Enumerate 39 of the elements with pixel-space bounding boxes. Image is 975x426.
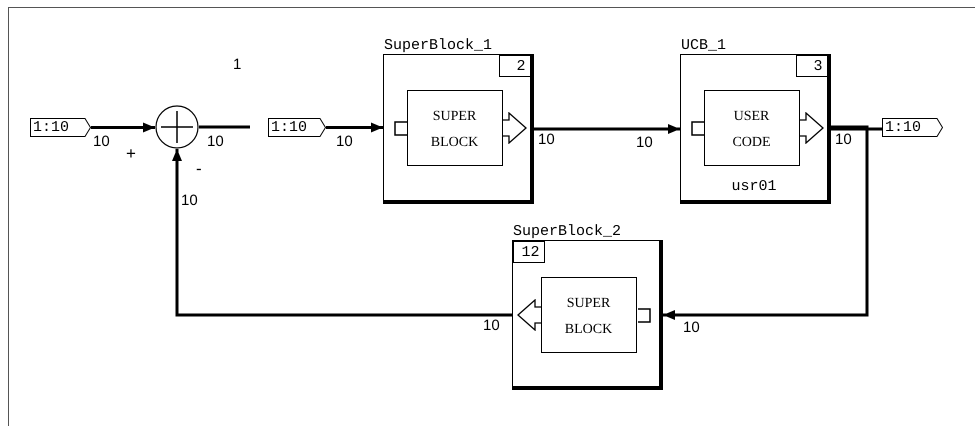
signal-width-label: 10 bbox=[336, 134, 353, 149]
port-tag bbox=[268, 118, 326, 137]
connector bbox=[199, 126, 250, 128]
port-tag bbox=[882, 118, 943, 137]
port-label: 1:10 bbox=[33, 120, 70, 135]
connector bbox=[534, 124, 680, 134]
block-title: SuperBlock_1 bbox=[384, 38, 492, 53]
signal-width-label: 10 bbox=[181, 193, 198, 208]
signal-width-label: 10 bbox=[207, 134, 224, 149]
code-block bbox=[704, 90, 800, 166]
signal-width-label: 10 bbox=[683, 320, 700, 335]
signal-width-label: 10 bbox=[483, 318, 500, 333]
block-title: SuperBlock_2 bbox=[513, 224, 622, 239]
code-block bbox=[406, 90, 502, 166]
connector bbox=[326, 122, 383, 132]
sign-label: - bbox=[196, 160, 202, 177]
signal-width-label: 10 bbox=[538, 132, 555, 147]
block-label: SUPER BLOCK bbox=[430, 108, 480, 152]
block-footer: usr01 bbox=[681, 179, 827, 194]
code-block bbox=[540, 276, 636, 352]
block-label: USER CODE bbox=[731, 108, 772, 152]
signal-width-label: 10 bbox=[835, 132, 852, 147]
signal-width-label: 10 bbox=[636, 135, 653, 150]
connector bbox=[172, 149, 512, 316]
block-index: 1 bbox=[233, 57, 242, 72]
connector bbox=[91, 122, 155, 132]
connector bbox=[663, 126, 868, 320]
port-label: 1:10 bbox=[885, 120, 922, 135]
sum-junction bbox=[155, 105, 199, 149]
block-number: 3 bbox=[796, 54, 828, 76]
port-tag bbox=[30, 118, 91, 137]
block-number: 2 bbox=[498, 54, 530, 76]
port-label: 1:10 bbox=[271, 120, 308, 135]
block-label: SUPER BLOCK bbox=[564, 294, 614, 338]
block-number: 12 bbox=[512, 240, 544, 262]
block-title: UCB_1 bbox=[681, 38, 726, 53]
signal-width-label: 10 bbox=[93, 134, 110, 149]
connector bbox=[831, 128, 882, 130]
sign-label: + bbox=[126, 145, 136, 162]
